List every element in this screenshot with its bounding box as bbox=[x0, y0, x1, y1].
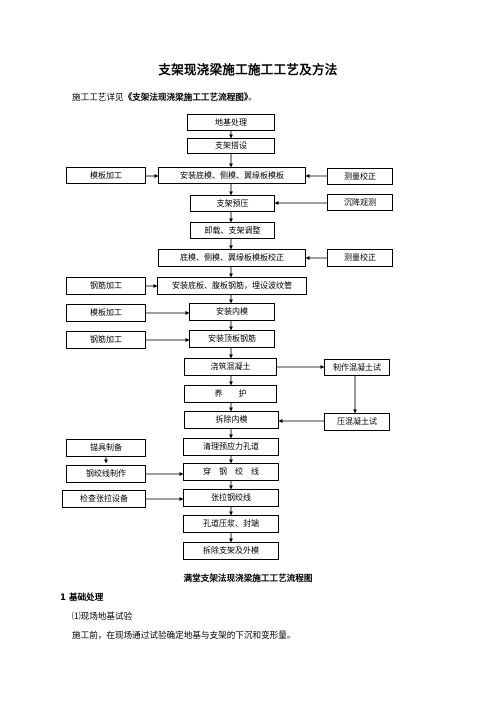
step-install-forms: 安装底模、侧模、翼缘板模板 bbox=[158, 167, 306, 184]
intro-line: 施工工艺详见《支架法现浇梁施工工艺流程图》。 bbox=[72, 91, 257, 103]
intro-suffix: 。 bbox=[248, 93, 257, 103]
input-survey-2: 测量校正 bbox=[327, 249, 393, 267]
flowchart-caption: 满堂支架法现浇梁施工工艺流程图 bbox=[183, 574, 313, 584]
intro-prefix: 施工工艺详见 bbox=[72, 93, 124, 103]
step-curing: 养 护 bbox=[184, 385, 277, 403]
document-title: 支架现浇梁施工施工工艺及方法 bbox=[158, 62, 338, 77]
input-press-sample: 压混凝土试 bbox=[324, 413, 390, 431]
step-unload-adjust: 卸载、支架调整 bbox=[190, 222, 275, 239]
step-top-rebar: 安装顶板钢筋 bbox=[189, 330, 275, 348]
step-pour-concrete: 浇筑混凝土 bbox=[184, 358, 277, 376]
input-formwork-2: 模板加工 bbox=[66, 304, 146, 322]
input-anchor-prep: 锚具制备 bbox=[66, 439, 146, 457]
input-make-sample: 制作混凝土试 bbox=[324, 359, 390, 376]
input-rebar-2: 钢筋加工 bbox=[66, 331, 146, 349]
input-rebar-1: 钢筋加工 bbox=[66, 277, 146, 295]
step-preload: 支架预压 bbox=[190, 195, 275, 212]
input-check-tensioner: 检查张拉设备 bbox=[62, 490, 146, 508]
input-survey-1: 测量校正 bbox=[327, 168, 393, 185]
input-formwork-1: 模板加工 bbox=[66, 167, 146, 184]
section-heading: 1 基础处理 bbox=[60, 593, 104, 603]
intro-ref: 《支架法现浇梁施工工艺流程图》 bbox=[123, 93, 249, 103]
input-settlement: 沉降观测 bbox=[327, 194, 393, 211]
step-clean-ducts: 清理预应力孔道 bbox=[183, 438, 279, 456]
step-thread-strand: 穿 钢 绞 线 bbox=[183, 463, 279, 481]
body-paragraph: 施工前，在现场通过试验确定地基与支架的下沉和变形量。 bbox=[72, 631, 296, 641]
step-remove-scaffold: 拆除支架及外模 bbox=[183, 542, 279, 560]
step-grout-seal: 孔道压浆、封端 bbox=[183, 515, 279, 533]
step-tension-strand: 张拉钢绞线 bbox=[183, 489, 279, 507]
step-remove-inner-form: 拆除内模 bbox=[184, 411, 279, 429]
step-foundation: 地基处理 bbox=[187, 114, 275, 131]
step-scaffold-erect: 支架搭设 bbox=[187, 138, 275, 154]
step-form-correction: 底模、侧模、翼缘板模板校正 bbox=[158, 249, 306, 267]
input-strand-make: 钢绞线制作 bbox=[66, 465, 146, 483]
subsection-heading: ⑴现场地基试验 bbox=[72, 612, 133, 622]
step-inner-form: 安装内模 bbox=[189, 303, 275, 321]
step-bottom-rebar: 安装底板、腹板钢筋，埋设波纹管 bbox=[157, 277, 307, 295]
